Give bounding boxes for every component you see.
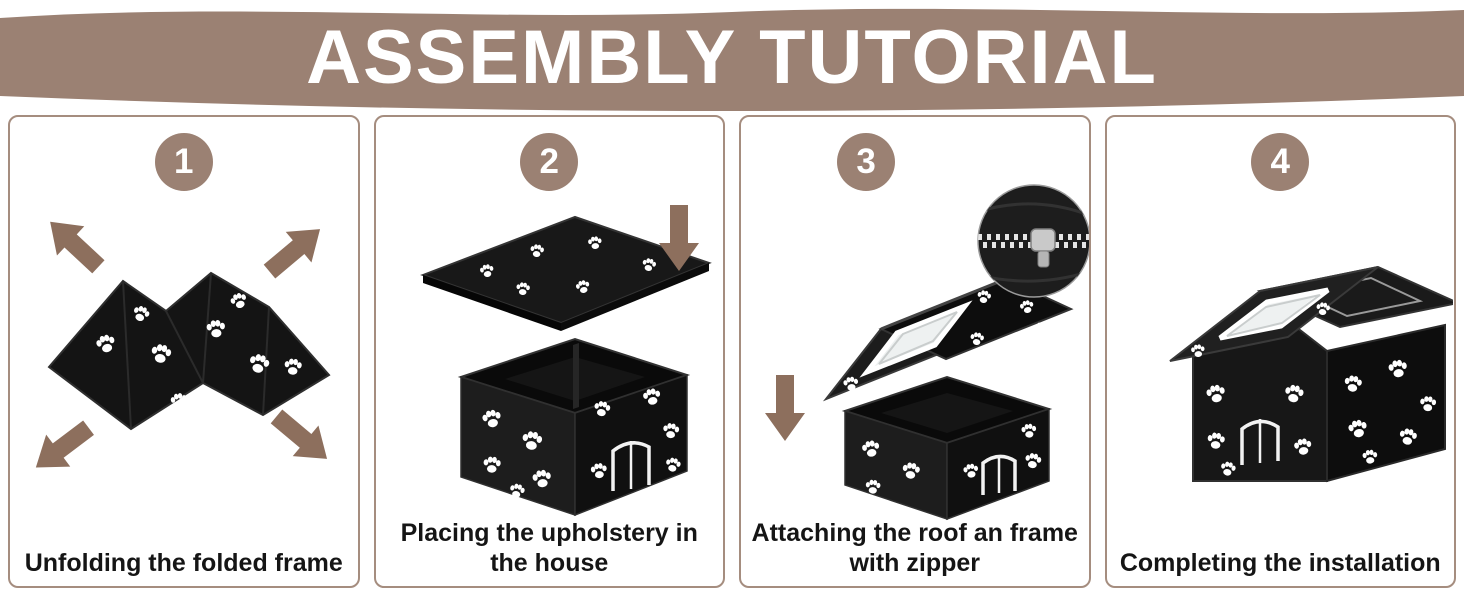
expand-arrow-icon: [256, 213, 334, 287]
banner-ribbon: ASSEMBLY TUTORIAL: [0, 0, 1464, 122]
step-card-2: 2: [373, 115, 725, 588]
step-caption: Attaching the roof an frame with zipper: [751, 519, 1078, 577]
down-arrow-icon: [765, 375, 805, 441]
banner-ribbon-shape: [0, 8, 1464, 112]
assembled-house: [1169, 265, 1453, 483]
step-card-1: 1: [8, 115, 360, 588]
house-base: [841, 375, 1053, 521]
zipper-detail-inset: [977, 184, 1089, 298]
step-number-badge: 3: [837, 133, 896, 191]
step-caption: Placing the upholstery in the house: [400, 519, 698, 577]
step-caption: Completing the installation: [1119, 548, 1441, 577]
house-base: [457, 337, 690, 517]
roof-window: [859, 300, 973, 378]
steps-row: 1: [0, 115, 1464, 588]
step3-illustration: [765, 184, 1089, 521]
step2-illustration: [419, 205, 712, 517]
roof-panel: [822, 276, 1074, 402]
roof-window: [1218, 287, 1330, 341]
step-card-3: 3: [739, 115, 1091, 588]
step-number-badge: 4: [1251, 133, 1310, 191]
step-number-badge: 2: [520, 133, 579, 191]
step1-illustration: [24, 207, 341, 484]
expand-arrow-icon: [36, 207, 113, 282]
page-title: ASSEMBLY TUTORIAL: [306, 15, 1158, 100]
expand-arrow-icon: [24, 411, 101, 484]
lid-panel: [419, 215, 712, 331]
step-number-badge: 1: [154, 133, 213, 191]
step-caption: Unfolding the folded frame: [24, 548, 343, 577]
step-card-4: 4: [1104, 115, 1456, 588]
folded-frame: [47, 271, 331, 431]
expand-arrow-icon: [263, 401, 341, 475]
zipper-slider: [1030, 228, 1056, 252]
step4-illustration: [1169, 265, 1453, 483]
